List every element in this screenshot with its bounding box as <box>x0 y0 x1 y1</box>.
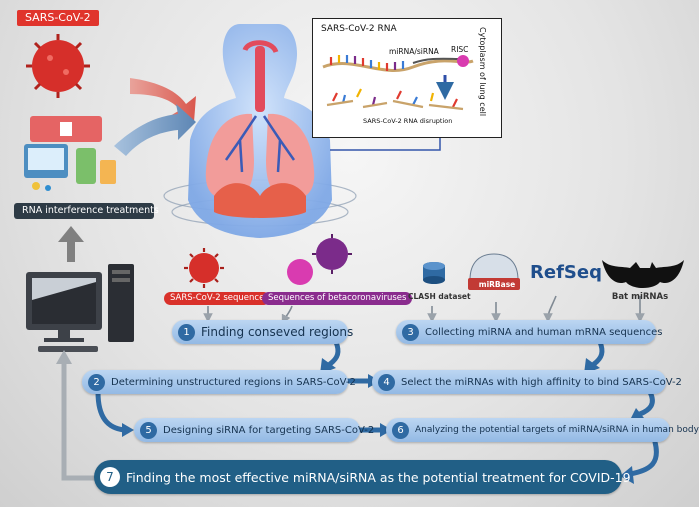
step-6-number: 6 <box>392 421 409 439</box>
treatment-illustration <box>24 116 116 191</box>
clash-dataset-label: CLASH dataset <box>408 292 471 301</box>
step-7-number: 7 <box>100 467 120 487</box>
betacoronavirus-icons <box>287 234 352 285</box>
cytoplasm-label: Cytoplasm of lung cell <box>478 27 487 117</box>
step-4-number: 4 <box>378 373 395 391</box>
step-6: 6 Analyzing the potential targets of miR… <box>386 418 699 442</box>
refseq-label: RefSeq <box>530 262 602 283</box>
step-6-label: Analyzing the potential targets of miRNA… <box>415 425 699 435</box>
bat-mirnas-label: Bat miRNAs <box>611 292 669 302</box>
step-5-number: 5 <box>140 421 157 439</box>
step-5-label: Designing siRNA for targeting SARS-CoV-2 <box>163 424 375 436</box>
sars-cov-2-label: SARS-CoV-2 <box>17 10 99 26</box>
betacoronavirus-sequence-tag: Sequences of betacoronaviruses <box>262 292 413 305</box>
mirbase-label: miRBase <box>478 280 516 289</box>
risc-label: RISC <box>451 45 469 54</box>
step-7: 7 Finding the most effective miRNA/siRNA… <box>94 460 631 494</box>
treatment-arrow <box>114 104 196 156</box>
step-1: 1 Finding conseved regions <box>172 320 353 344</box>
step-5: 5 Designing siRNA for targeting SARS-CoV… <box>134 418 374 442</box>
sars-sequence-tag: SARS-CoV-2 sequence <box>164 292 271 305</box>
step-7-label: Finding the most effective miRNA/siRNA a… <box>126 469 631 485</box>
step-4: 4 Select the miRNAs with high affinity t… <box>372 370 682 394</box>
step-3: 3 Collecting miRNA and human mRNA sequen… <box>396 320 662 344</box>
step-1-label: Finding conseved regions <box>201 325 354 339</box>
step-3-label: Collecting miRNA and human mRNA sequence… <box>425 326 663 338</box>
rna-panel-title: SARS-CoV-2 RNA <box>321 24 397 34</box>
sars-cov-2-virus-icon <box>26 34 90 98</box>
step-1-number: 1 <box>178 323 195 341</box>
rna-disruption-panel: SARS-CoV-2 RNA miRNA/siRNA RISC SARS-CoV… <box>312 18 502 138</box>
step-3-number: 3 <box>402 323 419 341</box>
rna-strands-graphic <box>322 55 474 111</box>
mirna-label: miRNA/siRNA <box>389 47 439 56</box>
step-2-label: Determining unstructured regions in SARS… <box>111 376 356 388</box>
bat-icon <box>602 260 684 288</box>
rna-interference-label: RNA interference treatments <box>14 203 159 219</box>
step-2: 2 Determining unstructured regions in SA… <box>82 370 356 394</box>
rna-disruption-label: SARS-CoV-2 RNA disruption <box>363 117 453 125</box>
computer-icon <box>26 264 134 352</box>
human-body-illustration <box>163 24 357 238</box>
database-icon <box>423 262 445 284</box>
step-2-number: 2 <box>88 373 105 391</box>
step-4-label: Select the miRNAs with high affinity to … <box>401 376 682 388</box>
mirbase-logo-icon <box>468 253 520 290</box>
up-arrow <box>58 226 84 262</box>
small-sars-virus-icon <box>184 248 224 288</box>
